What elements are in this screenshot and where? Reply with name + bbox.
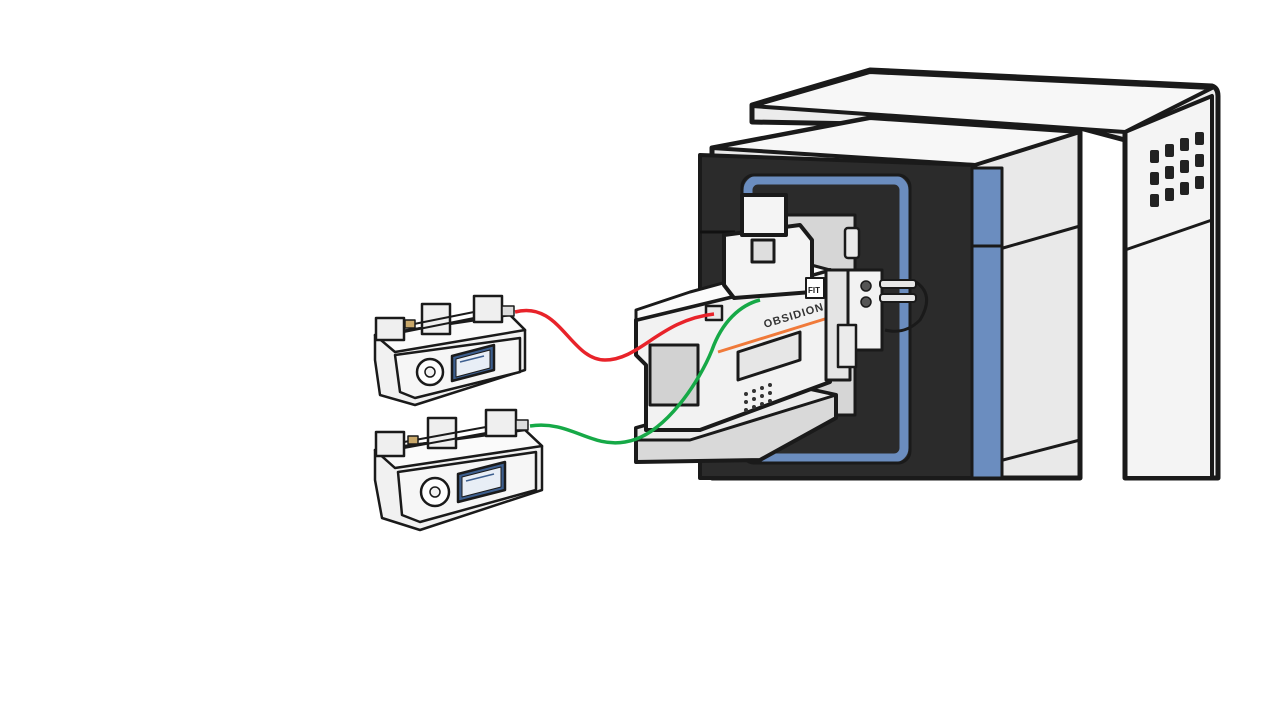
syringe-pump-bottom <box>373 408 544 532</box>
source-display <box>736 330 802 382</box>
inlet-fitting <box>704 304 724 322</box>
blue-accent-strip <box>970 166 1004 480</box>
emitter-assembly <box>824 268 928 382</box>
top-lid <box>750 70 1214 134</box>
red-tubing <box>514 308 715 362</box>
vent-grille <box>1150 132 1204 207</box>
orange-stripe <box>717 316 829 354</box>
ion-source: FIT OBSIDION <box>634 193 928 464</box>
fit-badge-label: FIT <box>808 286 820 295</box>
source-grille <box>744 383 772 412</box>
syringe-pump-top <box>373 294 527 407</box>
green-tubing <box>529 298 761 445</box>
fit-badge <box>805 277 825 299</box>
